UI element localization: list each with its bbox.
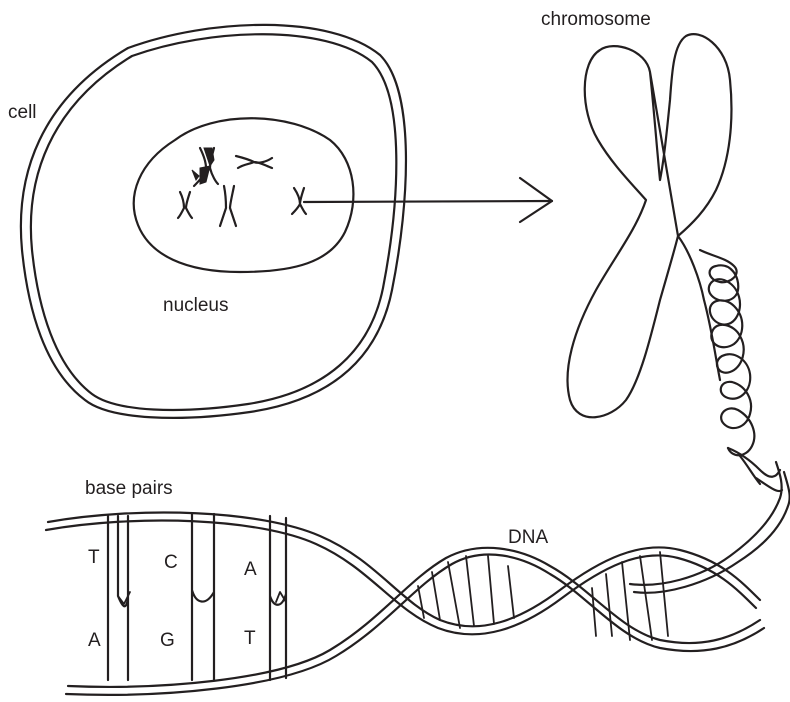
nucleus-outline bbox=[134, 118, 354, 272]
nucleus-label: nucleus bbox=[163, 296, 229, 315]
base-pairs-label: base pairs bbox=[85, 479, 173, 498]
base-2-bottom: G bbox=[160, 631, 175, 650]
chromosome-label: chromosome bbox=[541, 10, 651, 29]
base-pair-rungs bbox=[108, 514, 286, 680]
base-1-bottom: A bbox=[88, 631, 101, 650]
nucleus-chromosomes bbox=[178, 148, 306, 226]
large-chromosome bbox=[568, 34, 732, 417]
base-1-top: T bbox=[88, 548, 100, 567]
cell-label: cell bbox=[8, 103, 37, 122]
arrow-nucleus-to-chromosome bbox=[304, 178, 552, 222]
chromatin-to-dna-strand bbox=[630, 462, 790, 593]
base-3-bottom: T bbox=[244, 629, 256, 648]
base-2-top: C bbox=[164, 553, 178, 572]
base-3-top: A bbox=[244, 560, 257, 579]
dna-double-helix bbox=[46, 513, 764, 695]
chromatin-coils bbox=[700, 250, 782, 491]
dna-label: DNA bbox=[508, 528, 548, 547]
